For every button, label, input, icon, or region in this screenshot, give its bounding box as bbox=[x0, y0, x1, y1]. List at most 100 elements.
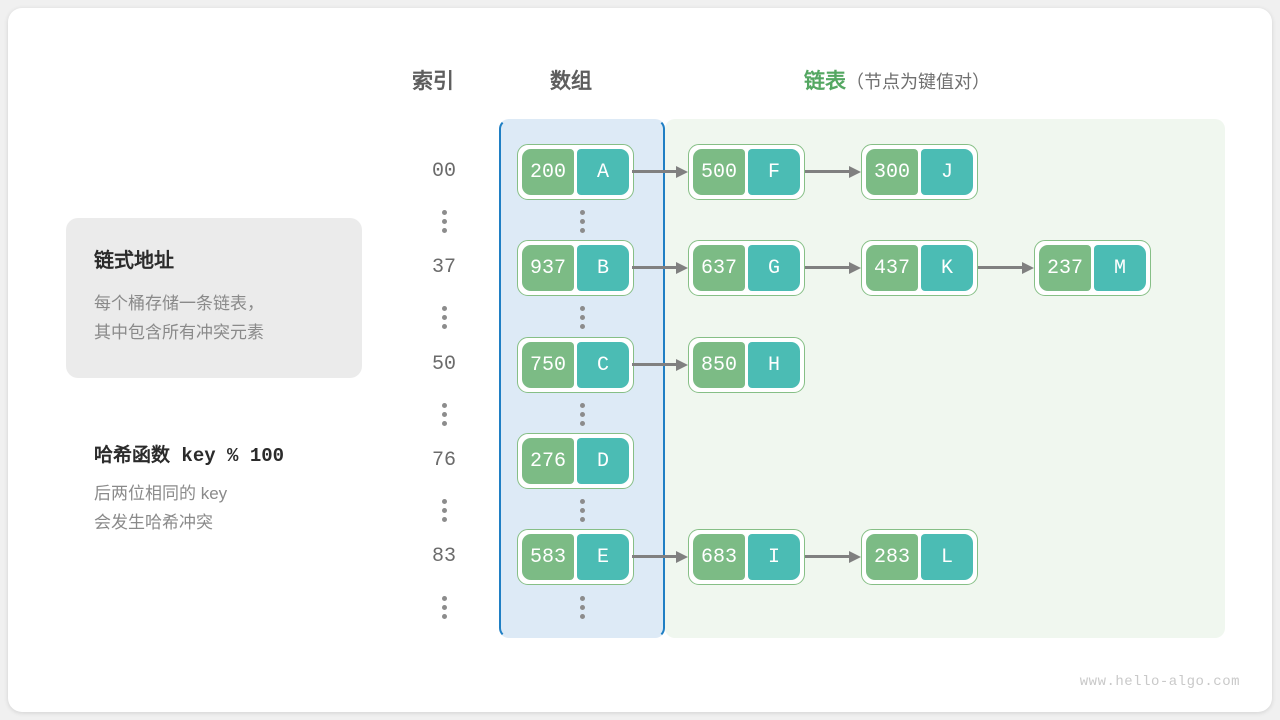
arrow-shaft bbox=[805, 266, 851, 269]
node-value: K bbox=[921, 245, 973, 291]
info-card-body: 每个桶存储一条链表， 其中包含所有冲突元素 bbox=[94, 289, 362, 347]
arrow-head bbox=[849, 166, 861, 178]
next-pointer-arrow-icon bbox=[632, 551, 688, 563]
hash-function-title: 哈希函数 key % 100 bbox=[94, 440, 414, 467]
hash-function-body: 后两位相同的 key 会发生哈希冲突 bbox=[94, 479, 414, 537]
dot bbox=[579, 210, 585, 215]
dot bbox=[579, 219, 585, 224]
node-value: I bbox=[748, 534, 800, 580]
arrow-head bbox=[676, 551, 688, 563]
next-pointer-arrow-icon bbox=[805, 551, 861, 563]
bucket-index-label: 37 bbox=[431, 256, 456, 279]
dot bbox=[441, 499, 447, 504]
ellipsis-dots bbox=[575, 210, 589, 237]
info-card-line-1: 每个桶存储一条链表， bbox=[94, 294, 264, 313]
ellipsis-dots bbox=[575, 596, 589, 623]
arrow-head bbox=[849, 551, 861, 563]
arrow-shaft bbox=[805, 555, 851, 558]
dot bbox=[579, 614, 585, 619]
dot bbox=[579, 605, 585, 610]
ellipsis-dots bbox=[575, 306, 589, 333]
next-pointer-arrow-icon bbox=[632, 166, 688, 178]
arrow-head bbox=[676, 359, 688, 371]
bucket-index-label: 76 bbox=[431, 449, 456, 472]
node-key: 937 bbox=[522, 245, 574, 291]
bucket-index-label: 00 bbox=[431, 160, 456, 183]
dot bbox=[441, 210, 447, 215]
dot bbox=[441, 315, 447, 320]
node-key: 283 bbox=[866, 534, 918, 580]
node-value: F bbox=[748, 149, 800, 195]
column-header-linked-list: 链表（节点为键值对） bbox=[804, 65, 990, 95]
next-pointer-arrow-icon bbox=[632, 359, 688, 371]
dot bbox=[441, 403, 447, 408]
node-key: 237 bbox=[1039, 245, 1091, 291]
bucket-index-label: 83 bbox=[431, 545, 456, 568]
dot bbox=[579, 403, 585, 408]
arrow-shaft bbox=[805, 170, 851, 173]
node-value: J bbox=[921, 149, 973, 195]
node-key: 437 bbox=[866, 245, 918, 291]
ellipsis-dots bbox=[437, 210, 451, 237]
node-value: H bbox=[748, 342, 800, 388]
linked-list-sublabel: （节点为键值对） bbox=[846, 72, 990, 92]
hash-function-note: 哈希函数 key % 100 后两位相同的 key 会发生哈希冲突 bbox=[94, 440, 414, 537]
dot bbox=[441, 412, 447, 417]
arrow-shaft bbox=[978, 266, 1024, 269]
dot bbox=[441, 605, 447, 610]
node-value: A bbox=[577, 149, 629, 195]
dot bbox=[579, 499, 585, 504]
diagram-canvas: 索引 数组 链表（节点为键值对） 链式地址 每个桶存储一条链表， 其中包含所有冲… bbox=[8, 8, 1272, 712]
info-card-title: 链式地址 bbox=[94, 250, 174, 272]
node-key: 200 bbox=[522, 149, 574, 195]
ellipsis-dots bbox=[575, 403, 589, 430]
linked-list-label: 链表 bbox=[804, 70, 846, 93]
node-key: 276 bbox=[522, 438, 574, 484]
node-key: 750 bbox=[522, 342, 574, 388]
arrow-shaft bbox=[632, 555, 678, 558]
ellipsis-dots bbox=[437, 499, 451, 526]
watermark: www.hello-algo.com bbox=[1079, 674, 1240, 690]
arrow-shaft bbox=[632, 266, 678, 269]
arrow-shaft bbox=[632, 170, 678, 173]
dot bbox=[441, 614, 447, 619]
dot bbox=[579, 324, 585, 329]
dot bbox=[441, 596, 447, 601]
node-key: 850 bbox=[693, 342, 745, 388]
hash-note-line-1: 后两位相同的 key bbox=[94, 484, 228, 503]
hash-note-line-2: 会发生哈希冲突 bbox=[94, 513, 213, 532]
arrow-head bbox=[849, 262, 861, 274]
arrow-head bbox=[676, 262, 688, 274]
dot bbox=[579, 517, 585, 522]
dot bbox=[441, 421, 447, 426]
node-value: D bbox=[577, 438, 629, 484]
column-header-array: 数组 bbox=[550, 70, 592, 93]
node-value: L bbox=[921, 534, 973, 580]
next-pointer-arrow-icon bbox=[805, 262, 861, 274]
node-value: C bbox=[577, 342, 629, 388]
dot bbox=[579, 315, 585, 320]
next-pointer-arrow-icon bbox=[978, 262, 1034, 274]
dot bbox=[579, 306, 585, 311]
node-key: 300 bbox=[866, 149, 918, 195]
node-key: 583 bbox=[522, 534, 574, 580]
